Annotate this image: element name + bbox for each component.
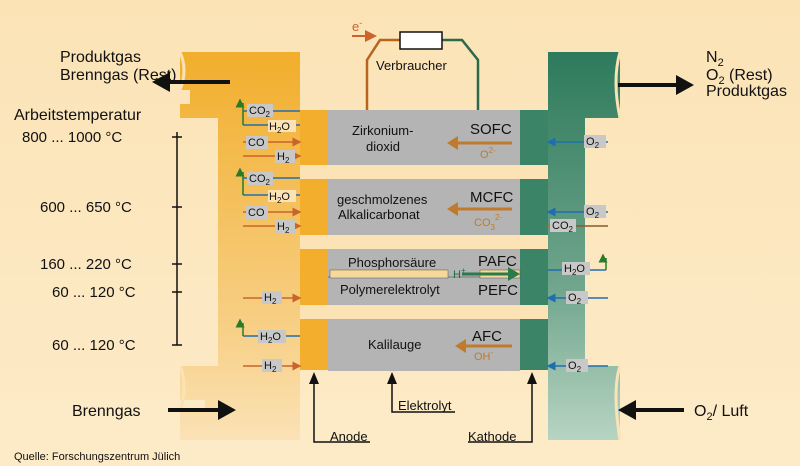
left-top-label-1: Produktgas bbox=[60, 49, 141, 66]
temp-header: Arbeitstemperatur bbox=[14, 107, 142, 124]
source-caption: Quelle: Forschungszentrum Jülich bbox=[14, 451, 180, 463]
electron-label: e- bbox=[352, 18, 362, 34]
pafc-electrolyte: Phosphorsäure bbox=[348, 255, 436, 270]
afc-o2: O2 bbox=[568, 360, 582, 374]
temp-sofc: 800 ... 1000 °C bbox=[22, 129, 122, 146]
pefc-electrolyte: Polymerelektrolyt bbox=[340, 282, 440, 297]
right-top-label-1: N2 bbox=[706, 49, 724, 69]
pafc-ion: H+ bbox=[453, 266, 466, 281]
circuit-wire-left bbox=[365, 38, 400, 110]
mcfc-type: MCFC bbox=[470, 189, 513, 206]
cathode-label: Kathode bbox=[468, 429, 516, 444]
mcfc-co: CO bbox=[248, 207, 265, 219]
oxidant-label: O2/ Luft bbox=[694, 403, 749, 423]
sofc-h2o: H2O bbox=[269, 121, 290, 135]
sofc-electrolyte-2: dioxid bbox=[366, 139, 400, 154]
temp-mcfc: 600 ... 650 °C bbox=[40, 199, 132, 216]
pefc-o2: O2 bbox=[568, 292, 582, 306]
cathode-gas-column bbox=[548, 52, 620, 440]
mcfc-o2: O2 bbox=[586, 206, 600, 220]
temp-afc: 60 ... 120 °C bbox=[52, 337, 136, 354]
mcfc-electrolyte-2: Alkalicarbonat bbox=[338, 207, 420, 222]
mcfc-ion: CO32- bbox=[474, 213, 502, 232]
electrolyte-label: Elektrolyt bbox=[398, 398, 452, 413]
sofc-co: CO bbox=[248, 137, 265, 149]
pafc-h2o: H2O bbox=[564, 263, 585, 277]
mcfc-h2o: H2O bbox=[269, 191, 290, 205]
mcfc-co2: CO2 bbox=[249, 173, 271, 187]
afc-ion: OH- bbox=[474, 348, 494, 363]
load-label: Verbraucher bbox=[376, 58, 447, 73]
cell-mcfc bbox=[328, 179, 520, 235]
temp-pefc: 60 ... 120 °C bbox=[52, 284, 136, 301]
left-top-label-2: Brenngas (Rest) bbox=[60, 67, 177, 84]
sofc-co2: CO2 bbox=[249, 105, 271, 119]
mcfc-electrolyte-1: geschmolzenes bbox=[337, 192, 428, 207]
sofc-o2: O2 bbox=[586, 136, 600, 150]
right-top-label-3: Produktgas bbox=[706, 83, 787, 100]
afc-electrolyte: Kalilauge bbox=[368, 337, 422, 352]
sofc-electrolyte-1: Zirkonium- bbox=[352, 123, 413, 138]
fuel-gas-label: Brenngas bbox=[72, 403, 141, 420]
afc-type: AFC bbox=[472, 328, 502, 345]
afc-h2: H2 bbox=[264, 360, 277, 374]
pefc-h2: H2 bbox=[264, 292, 277, 306]
afc-h2o: H2O bbox=[260, 331, 281, 345]
mcfc-h2: H2 bbox=[277, 221, 290, 235]
pafc-type: PAFC bbox=[478, 253, 517, 270]
anode-label: Anode bbox=[330, 429, 368, 444]
circuit-wire-right bbox=[442, 38, 480, 110]
right-top-label-2: O2 (Rest) bbox=[706, 67, 773, 87]
pefc-type: PEFC bbox=[478, 282, 518, 299]
load-resistor bbox=[399, 31, 443, 50]
cell-sofc bbox=[328, 110, 520, 165]
temp-pafc: 160 ... 220 °C bbox=[40, 256, 132, 273]
mcfc-co2-cathode: CO2 bbox=[552, 220, 574, 234]
sofc-type: SOFC bbox=[470, 121, 512, 138]
sofc-h2: H2 bbox=[277, 151, 290, 165]
sofc-co2-tag bbox=[247, 104, 273, 117]
sofc-ion: O2- bbox=[480, 146, 496, 161]
